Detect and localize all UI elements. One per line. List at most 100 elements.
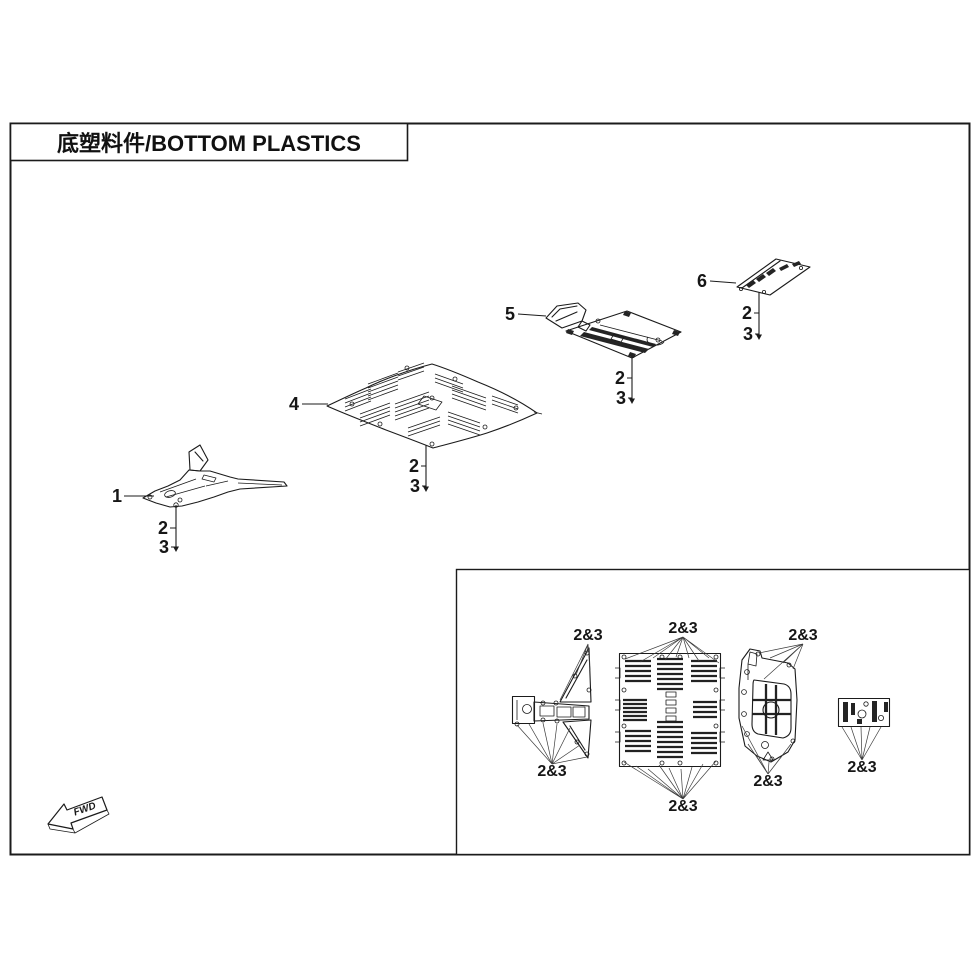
inset4-ribs-topleft xyxy=(625,659,651,683)
inset1-label-23-top: 2&3 xyxy=(573,627,602,644)
part-1-hole xyxy=(164,490,176,498)
inset1-arm xyxy=(533,701,590,722)
part-6-bolt xyxy=(762,289,767,294)
callout-arrow-1 xyxy=(173,546,179,552)
inset6-details xyxy=(843,701,888,724)
inset4-ribs-midleft xyxy=(623,698,647,722)
callout-part-4: 4 2 3 xyxy=(289,394,429,496)
part-1-bolt xyxy=(147,494,153,500)
callout-leader-5 xyxy=(517,313,547,317)
callout-label-1: 1 xyxy=(112,486,122,506)
part-1-bolt xyxy=(177,497,183,503)
page-title: 底塑料件/BOTTOM PLASTICS xyxy=(57,131,361,156)
inset4-ribs-midright xyxy=(693,700,717,719)
inset4-ribs-bottommid xyxy=(657,720,683,759)
part-6-bolt xyxy=(799,265,804,270)
fwd-arrow: FWD xyxy=(47,796,110,834)
inset5-hole-small xyxy=(761,741,769,749)
inset4-bolts xyxy=(621,654,719,766)
inset6-hole xyxy=(857,709,867,719)
part-5-bracket xyxy=(545,302,591,332)
part-4-center-plate xyxy=(417,395,543,415)
inset1-fan-top xyxy=(559,643,591,701)
callout-arrow-6 xyxy=(756,334,762,340)
inset1-upper-fin xyxy=(559,647,592,703)
inset4-fan-top xyxy=(624,636,720,664)
callout-label-2: 2 xyxy=(409,456,419,476)
callout-line-6-23 xyxy=(754,292,760,337)
inset5-bolts xyxy=(741,651,796,762)
inset5-crossbars xyxy=(752,684,791,735)
part-6-bolt xyxy=(739,286,744,291)
inset5-tower xyxy=(747,651,758,680)
inset4-callouts: 2&3 2&3 xyxy=(623,620,720,815)
inset1-arm-details xyxy=(539,705,586,718)
fwd-arrow-3d-edge xyxy=(47,809,110,834)
inset6-fan-bottom xyxy=(841,726,882,761)
callout-line-5-23 xyxy=(627,357,633,401)
inset4-ribs-bottomleft xyxy=(625,729,651,753)
inset4-spine xyxy=(665,691,677,722)
callout-label-6: 6 xyxy=(697,271,707,291)
part-1-outline xyxy=(142,469,288,508)
part-1-drawing xyxy=(142,444,288,508)
inset5-label-23-top: 2&3 xyxy=(788,627,817,644)
inset-part-5-topview xyxy=(738,648,798,763)
part-4-ribs-center xyxy=(394,391,441,437)
part-5-plate-outline xyxy=(565,310,682,359)
part-5-bolt xyxy=(655,337,661,343)
callout-label-2: 2 xyxy=(742,303,752,323)
inset6-bolt xyxy=(878,715,885,722)
inset5-hole-large xyxy=(762,701,780,719)
callout-label-3: 3 xyxy=(410,476,420,496)
inset5-fan-bottom xyxy=(741,725,792,775)
inset6-label-23-bottom: 2&3 xyxy=(847,759,876,776)
part-6-details xyxy=(746,261,801,288)
inset4-fan-bottom xyxy=(623,760,717,800)
inset4-ribs-topmid xyxy=(657,657,683,691)
inset5-inner-plate xyxy=(751,679,792,739)
part-5-detail-lines xyxy=(599,324,665,346)
inset4-label-23-bottom: 2&3 xyxy=(668,798,697,815)
inset-part-6-topview xyxy=(837,697,891,728)
callout-arrow-4 xyxy=(423,486,429,492)
inset4-label-23-top: 2&3 xyxy=(668,620,697,637)
part-1-detail-lines xyxy=(159,474,283,498)
inset6-callouts: 2&3 xyxy=(841,726,882,776)
inset1-fan-bottom xyxy=(516,722,588,765)
callout-line-4-23 xyxy=(421,445,427,489)
inset5-triangle-mark xyxy=(762,751,774,761)
callout-leader-6 xyxy=(709,280,737,284)
inset4-ribs-topright xyxy=(691,659,717,683)
callout-label-4: 4 xyxy=(289,394,299,414)
title-box xyxy=(9,122,409,162)
callout-part-1: 1 2 3 xyxy=(112,486,179,557)
part-4-bolts xyxy=(349,365,519,447)
inset5-fan-top xyxy=(758,643,804,680)
inset6-bolt xyxy=(863,701,869,707)
part-5-bolt xyxy=(595,318,601,324)
callout-label-5: 5 xyxy=(505,304,515,324)
fwd-arrow-body xyxy=(47,796,108,830)
callout-label-3: 3 xyxy=(743,324,753,344)
part-4-ribs-right xyxy=(434,373,519,436)
inset1-hole xyxy=(522,704,532,714)
part-4-drawing xyxy=(326,362,543,449)
callout-label-3: 3 xyxy=(159,537,169,557)
inset5-label-23-bottom: 2&3 xyxy=(753,773,782,790)
inset6-outline xyxy=(837,697,891,728)
inset1-lower-fin xyxy=(562,719,592,759)
inset5-callouts: 2&3 2&3 xyxy=(741,627,818,790)
inset1-callouts: 2&3 2&3 xyxy=(516,627,603,780)
callout-arrow-5 xyxy=(629,398,635,404)
inset1-label-23-bottom: 2&3 xyxy=(537,763,566,780)
inset-part-4-topview xyxy=(615,652,725,768)
inset4-ribs-bottomright xyxy=(691,731,717,755)
callout-label-2: 2 xyxy=(158,518,168,538)
callout-label-3: 3 xyxy=(616,388,626,408)
part-5-rib-strip xyxy=(580,327,656,353)
part-5-drawing xyxy=(545,302,682,359)
inset4-side-tabs xyxy=(615,667,725,743)
